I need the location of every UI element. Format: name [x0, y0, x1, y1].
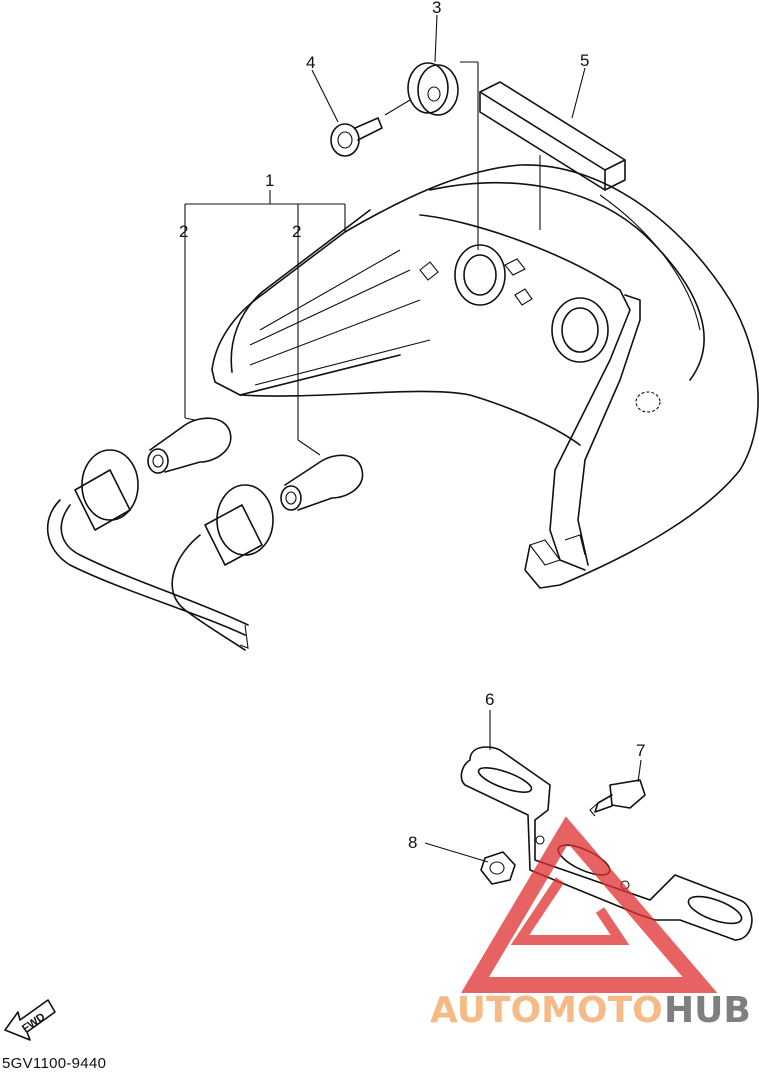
diagram-code: 5GV1100-9440: [2, 1055, 107, 1072]
callout-1: 1: [265, 171, 274, 190]
callout-7: 7: [636, 741, 645, 760]
callout-6: 6: [485, 690, 494, 709]
watermark-text-hub: HUB: [664, 990, 751, 1031]
fwd-arrow-icon: FWD: [4, 999, 56, 1041]
pad: [479, 81, 626, 191]
fwd-label: FWD: [20, 1011, 47, 1035]
bolt: [589, 779, 646, 817]
watermark-inner-icon: [510, 877, 630, 945]
screw: [330, 99, 411, 157]
bulb-left: [147, 417, 232, 474]
socket-right: [171, 484, 274, 651]
callout-5: 5: [580, 51, 589, 70]
watermark-triangle-icon: [460, 816, 718, 993]
socket-left: [46, 449, 249, 649]
callout-2-left: 2: [179, 222, 188, 241]
automotohub-watermark: AUTOMOTO HUB: [430, 816, 751, 1031]
nut: [480, 851, 516, 885]
bulb-right: [280, 454, 364, 511]
tail-light-housing: [211, 164, 759, 589]
grommet: [407, 62, 459, 116]
callout-3: 3: [432, 0, 441, 17]
leader-lines: [184, 14, 642, 863]
watermark-text-automoto: AUTOMOTO: [430, 990, 663, 1031]
callout-2-right: 2: [292, 222, 301, 241]
callout-8: 8: [408, 833, 417, 852]
callout-4: 4: [306, 53, 315, 72]
